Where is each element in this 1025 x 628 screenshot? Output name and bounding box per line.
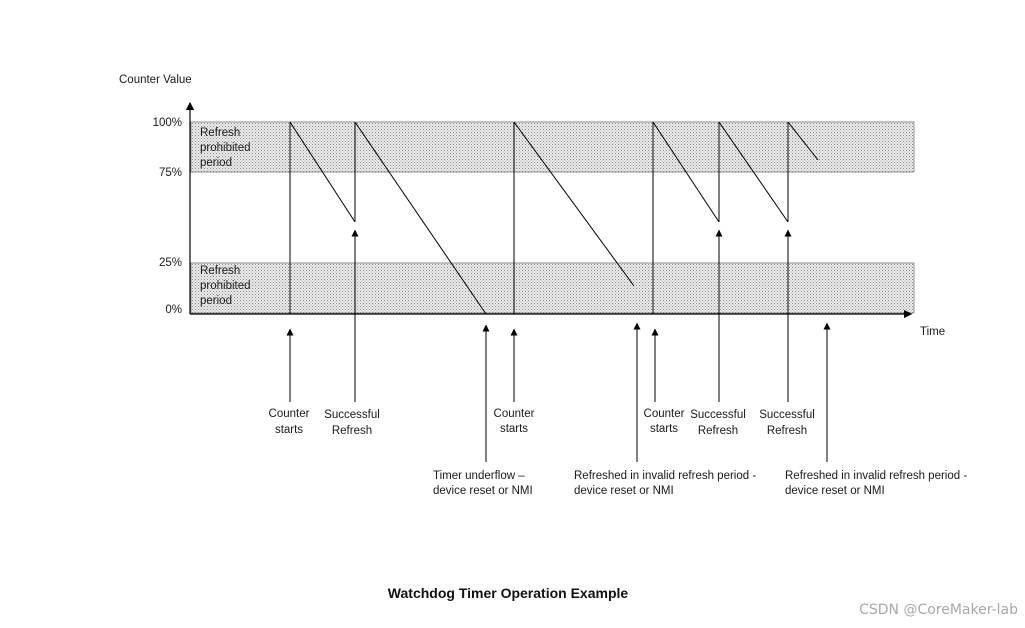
svg-text:period: period (200, 295, 232, 307)
event-label-counter-starts-3: Counter starts (644, 408, 685, 435)
svg-text:device reset or NMI: device reset or NMI (574, 485, 674, 497)
svg-text:starts: starts (500, 423, 528, 435)
svg-text:device reset or NMI: device reset or NMI (433, 485, 533, 497)
svg-text:starts: starts (650, 423, 678, 435)
svg-text:Refresh: Refresh (200, 127, 240, 139)
event-label-timer-underflow: Timer underflow – device reset or NMI (433, 470, 533, 497)
svg-text:period: period (200, 157, 232, 169)
event-label-invalid-refresh-2: Refreshed in invalid refresh period - de… (785, 470, 967, 497)
svg-text:device reset or NMI: device reset or NMI (785, 485, 885, 497)
event-arrows (286, 229, 831, 462)
svg-text:Counter: Counter (494, 408, 535, 420)
svg-text:starts: starts (275, 424, 303, 436)
event-label-counter-starts-1: Counter starts (269, 408, 310, 436)
svg-text:Refresh: Refresh (698, 425, 738, 437)
event-label-successful-refresh-2: Successful Refresh (690, 409, 746, 437)
event-label-counter-starts-2: Counter starts (494, 408, 535, 435)
svg-text:Successful: Successful (690, 409, 746, 421)
y-tick-25: 25% (159, 257, 182, 269)
svg-text:Refresh: Refresh (200, 265, 240, 277)
prohibited-zone-top (190, 121, 915, 173)
svg-text:prohibited: prohibited (200, 142, 251, 154)
event-label-invalid-refresh-1: Refreshed in invalid refresh period - de… (574, 470, 756, 497)
svg-text:Refreshed in invalid refresh p: Refreshed in invalid refresh period - (785, 470, 967, 482)
svg-text:Counter: Counter (644, 408, 685, 420)
svg-text:Counter: Counter (269, 408, 310, 420)
y-axis-label: Counter Value (119, 74, 192, 86)
event-label-successful-refresh-1: Successful Refresh (324, 409, 380, 437)
svg-text:prohibited: prohibited (200, 280, 251, 292)
counter-waveform (289, 121, 819, 315)
svg-text:Refresh: Refresh (767, 425, 807, 437)
x-axis-label: Time (920, 326, 945, 338)
zone-label-top: Refresh prohibited period (200, 127, 251, 169)
y-tick-100: 100% (153, 117, 182, 129)
svg-text:Successful: Successful (324, 409, 380, 421)
y-tick-75: 75% (159, 167, 182, 179)
prohibited-zone-bottom (190, 262, 915, 314)
svg-text:Refreshed in invalid refresh p: Refreshed in invalid refresh period - (574, 470, 756, 482)
svg-text:Timer underflow –: Timer underflow – (433, 470, 525, 482)
diagram-title: Watchdog Timer Operation Example (388, 585, 629, 601)
zone-label-bottom: Refresh prohibited period (200, 265, 251, 307)
svg-text:Refresh: Refresh (332, 425, 372, 437)
watermark: CSDN @CoreMaker-lab (859, 602, 1018, 618)
y-tick-0: 0% (165, 304, 182, 316)
svg-text:Successful: Successful (759, 409, 815, 421)
event-label-successful-refresh-3: Successful Refresh (759, 409, 815, 437)
